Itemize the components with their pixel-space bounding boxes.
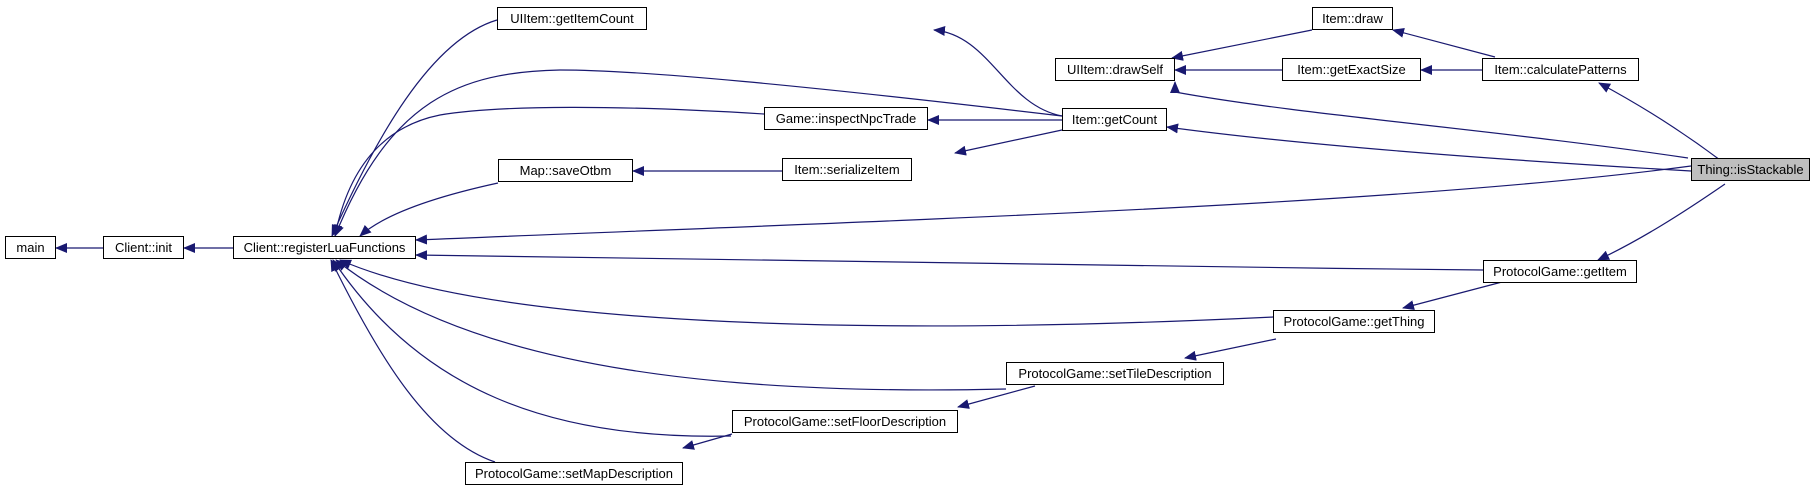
node-item-calculate-patterns[interactable]: Item::calculatePatterns [1482,58,1639,81]
edge-item-draw-to-uiitem-drawself [1171,29,1313,61]
edge-pg-settile-to-client-reg [335,259,1007,391]
edge-thing-stackable-to-item-getcount [1166,123,1692,172]
node-protocol-game-set-floor-description[interactable]: ProtocolGame::setFloorDescription [732,410,958,433]
edge-thing-stackable-to-item-patterns [1598,82,1721,161]
edge-uiitem-getcount-to-client-reg [331,19,498,237]
edge-pg-getthing-to-client-reg [339,259,1274,327]
edge-thing-stackable-to-uiitem-drawself [1170,81,1689,159]
edge-pg-setfloor-to-pg-setmap [682,433,733,450]
node-item-get-count[interactable]: Item::getCount [1062,108,1167,131]
node-client-register-lua-functions[interactable]: Client::registerLuaFunctions [233,236,416,259]
node-main[interactable]: main [5,236,56,259]
node-protocol-game-set-map-description[interactable]: ProtocolGame::setMapDescription [465,462,683,485]
edge-item-getcount-to-uiitem-getcount [933,26,1063,117]
edge-pg-getitem-to-client-reg [415,250,1484,271]
edge-pg-getthing-to-pg-settile [1184,338,1277,361]
node-item-draw[interactable]: Item::draw [1312,7,1393,30]
edge-pg-getitem-to-pg-getthing [1402,281,1503,311]
node-uiitem-draw-self[interactable]: UIItem::drawSelf [1055,58,1175,81]
node-game-inspect-npc-trade[interactable]: Game::inspectNpcTrade [764,107,928,130]
edge-thing-stackable-to-client-reg [415,165,1692,245]
edge-thing-stackable-to-pg-getitem [1597,183,1726,261]
node-uiitem-get-item-count[interactable]: UIItem::getItemCount [497,7,647,30]
node-item-serialize-item[interactable]: Item::serializeItem [782,158,912,181]
edge-game-inspect-to-client-reg [332,106,765,237]
node-protocol-game-get-item[interactable]: ProtocolGame::getItem [1483,260,1637,283]
edge-item-patterns-to-item-draw [1392,27,1496,58]
node-item-get-exact-size[interactable]: Item::getExactSize [1282,58,1421,81]
edge-item-getcount-to-client-reg [334,69,1063,237]
node-thing-is-stackable[interactable]: Thing::isStackable [1691,158,1810,181]
node-protocol-game-set-tile-description[interactable]: ProtocolGame::setTileDescription [1006,362,1224,385]
edge-item-getcount-to-item-serialize [954,129,1063,156]
edge-map-save-to-client-reg [359,182,499,237]
node-protocol-game-get-thing[interactable]: ProtocolGame::getThing [1273,310,1435,333]
edge-pg-setfloor-to-client-reg [332,259,732,437]
call-edges [55,19,1726,463]
node-map-save-otbm[interactable]: Map::saveOtbm [498,159,633,182]
edge-pg-setmap-to-client-reg [330,259,496,463]
edge-pg-settile-to-pg-setfloor [957,385,1036,409]
node-client-init[interactable]: Client::init [103,236,184,259]
